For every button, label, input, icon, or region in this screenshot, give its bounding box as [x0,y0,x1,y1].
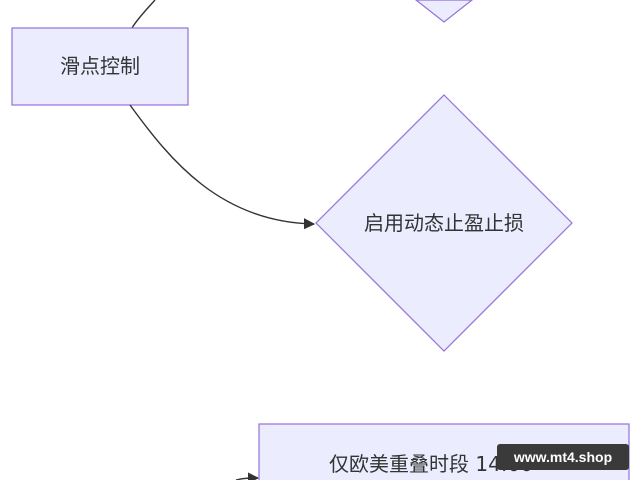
node-dynamic-tp-sl-label: 启用动态止盈止损 [364,211,524,235]
node-dynamic-tp-sl: 启用动态止盈止损 [315,94,573,352]
node-session-filter: 仅欧美重叠时段 14:00- [258,423,630,480]
watermark-badge: www.mt4.shop [497,444,629,470]
edge-slippage-to-dynamic [129,104,316,230]
edge-from-above [131,0,156,29]
node-slippage-control-label: 滑点控制 [60,54,140,78]
decision-node-top-partial [415,0,473,23]
node-slippage-control: 滑点控制 [11,27,189,106]
